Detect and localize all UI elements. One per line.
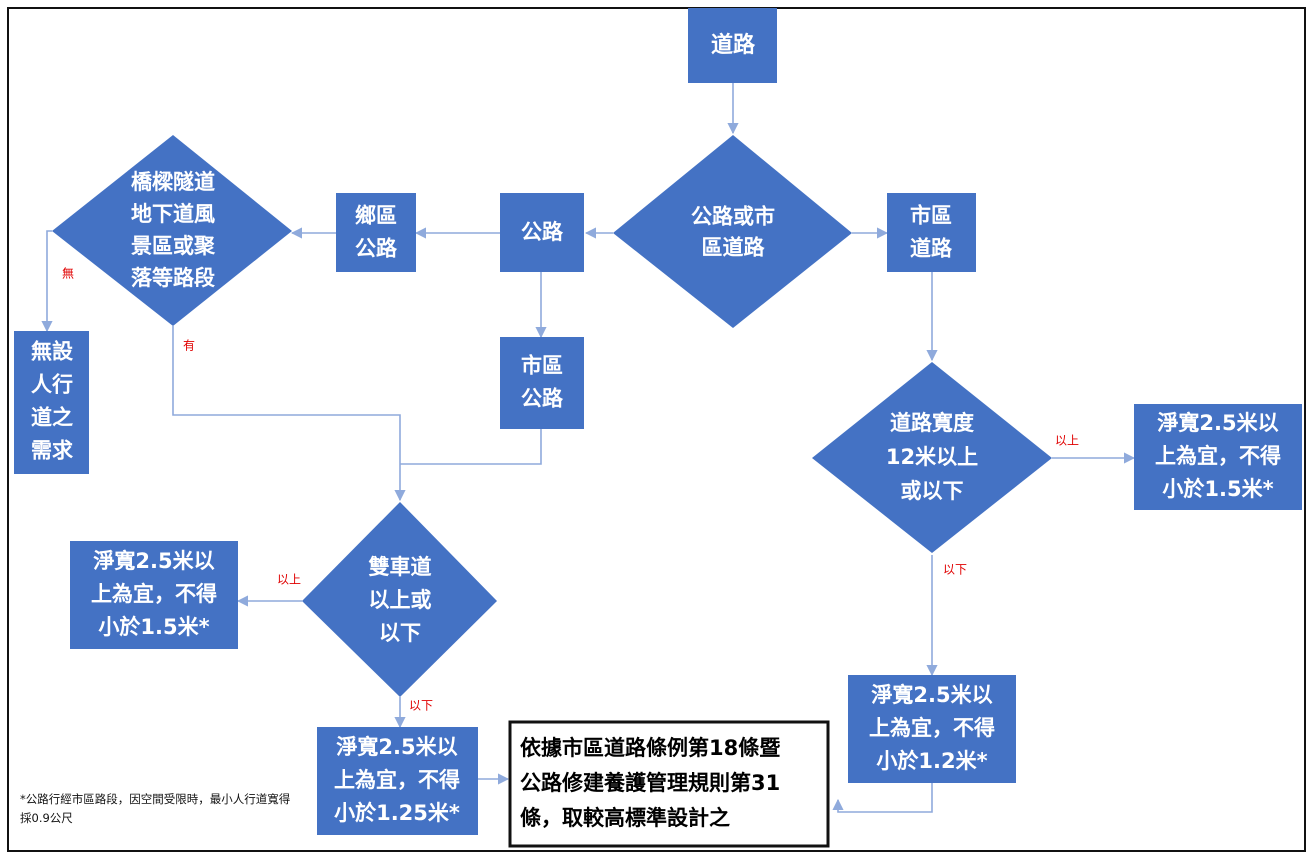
node-no-sidewalk-need	[14, 331, 89, 474]
edge-label-has: 有	[183, 339, 195, 353]
label-township-highway: 鄉區公路	[355, 204, 398, 261]
label-no-sidewalk-need: 無設人行道之需求	[31, 340, 74, 463]
edge-label-dual-below: 以下	[409, 699, 433, 713]
label-line: 小於1.5米*	[1162, 477, 1273, 501]
label-line: 上為宜，不得	[334, 768, 460, 792]
label-line: 公路	[521, 220, 564, 244]
label-city-road: 市區道路	[910, 204, 953, 261]
label-width-right-result: 淨寬2.5米以上為宜，不得小於1.5米*	[1155, 411, 1281, 501]
label-line: 市區	[521, 354, 563, 378]
label-line: 以上或	[369, 588, 432, 612]
label-line: 上為宜，不得	[91, 582, 217, 606]
node-width-below-result	[848, 675, 1016, 783]
edge-urban-merge	[400, 429, 542, 465]
edge-label-width-above: 以上	[1055, 434, 1079, 448]
label-line: 公路	[521, 387, 564, 411]
label-line: 小於1.25米*	[334, 801, 460, 825]
label-regulation-box: 依據市區道路條例第18條暨公路修建養護管理規則第31 條，取較高標準設計之	[520, 736, 780, 830]
label-line: 無設	[31, 340, 74, 364]
edge-label-none: 無	[62, 266, 74, 281]
label-dual-below-result: 淨寬2.5米以上為宜，不得小於1.25米*	[334, 735, 460, 825]
label-line: 道路寬度	[890, 411, 974, 435]
label-line: 區道路	[702, 236, 766, 260]
label-line: 道路	[711, 32, 756, 58]
label-line: 上為宜，不得	[869, 716, 995, 740]
label-highway-or-city: 公路或市區道路	[691, 205, 775, 260]
connectors	[41, 83, 1136, 813]
node-dual-left-result	[70, 541, 238, 649]
label-line: 人行	[31, 373, 73, 397]
label-line: 需求	[31, 439, 73, 463]
label-line: 淨寬2.5米以	[336, 735, 457, 759]
label-line: 淨寬2.5米以	[1157, 411, 1278, 435]
node-highway-or-city-decision	[613, 135, 852, 328]
node-special-sections-decision	[52, 135, 292, 326]
label-line: 或以下	[901, 479, 964, 503]
node-regulation-box	[508, 720, 830, 848]
edge-label-width-below: 以下	[943, 563, 967, 577]
label-line: 雙車道	[369, 555, 432, 579]
label-line: 依據市區道路條例第18條暨	[520, 736, 780, 760]
label-urban-highway: 市區公路	[521, 354, 564, 411]
label-line: 淨寬2.5米以	[871, 683, 992, 707]
label-line: 淨寬2.5米以	[93, 549, 214, 573]
label-dual-left-result: 淨寬2.5米以上為宜，不得小於1.5米*	[91, 549, 217, 639]
edge-width-below-result-to-box	[832, 783, 933, 813]
label-line: 條，取較高標準設計之	[520, 806, 730, 830]
label-line: 12米以上	[886, 445, 978, 469]
label-line: 小於1.5米*	[98, 615, 209, 639]
label-line: 公路	[355, 237, 398, 261]
label-line: 地下道風	[131, 202, 215, 226]
label-highway: 公路	[521, 220, 564, 244]
label-line: 公路修建養護管理規則第31	[520, 771, 780, 795]
node-urban-highway	[500, 337, 584, 429]
label-road-width-check: 道路寬度 12米以上或以下	[886, 411, 978, 503]
node-highway	[500, 193, 584, 272]
label-line: 公路或市	[691, 205, 775, 229]
label-special-sections: 橋樑隧道地下道風景區或聚落等路段	[131, 170, 216, 290]
label-line: 市區	[910, 204, 952, 228]
label-line: 道路	[910, 237, 953, 261]
label-line: 以下	[379, 621, 421, 645]
label-line: 橋樑隧道	[131, 170, 215, 194]
node-road-width-decision	[812, 362, 1052, 553]
node-dual-lane-decision	[302, 502, 497, 697]
label-line: 上為宜，不得	[1155, 444, 1281, 468]
label-line: 景區或聚	[131, 234, 216, 258]
label-line: 小於1.2米*	[876, 749, 987, 773]
label-line: 落等路段	[131, 266, 215, 290]
footnote: *公路行經市區路段，因空間受限時，最小人行道寬得採0.9公尺	[20, 792, 291, 825]
label-width-below-result: 淨寬2.5米以上為宜，不得小於1.2米*	[869, 683, 995, 773]
node-township-highway	[336, 193, 416, 272]
node-width-right-result	[1134, 404, 1302, 510]
node-dual-below-result	[317, 727, 478, 835]
edge-special-has	[172, 326, 406, 502]
node-road	[688, 8, 777, 83]
diagram-frame	[7, 7, 1306, 852]
edge-special-none	[41, 230, 53, 333]
edge-label-dual-above: 以上	[277, 573, 301, 587]
label-line: 道之	[31, 406, 73, 430]
label-road: 道路	[711, 32, 756, 58]
label-line: 鄉區	[355, 204, 397, 228]
label-dual-lane-check: 雙車道以上或以下	[369, 555, 432, 645]
node-city-road	[887, 193, 976, 272]
